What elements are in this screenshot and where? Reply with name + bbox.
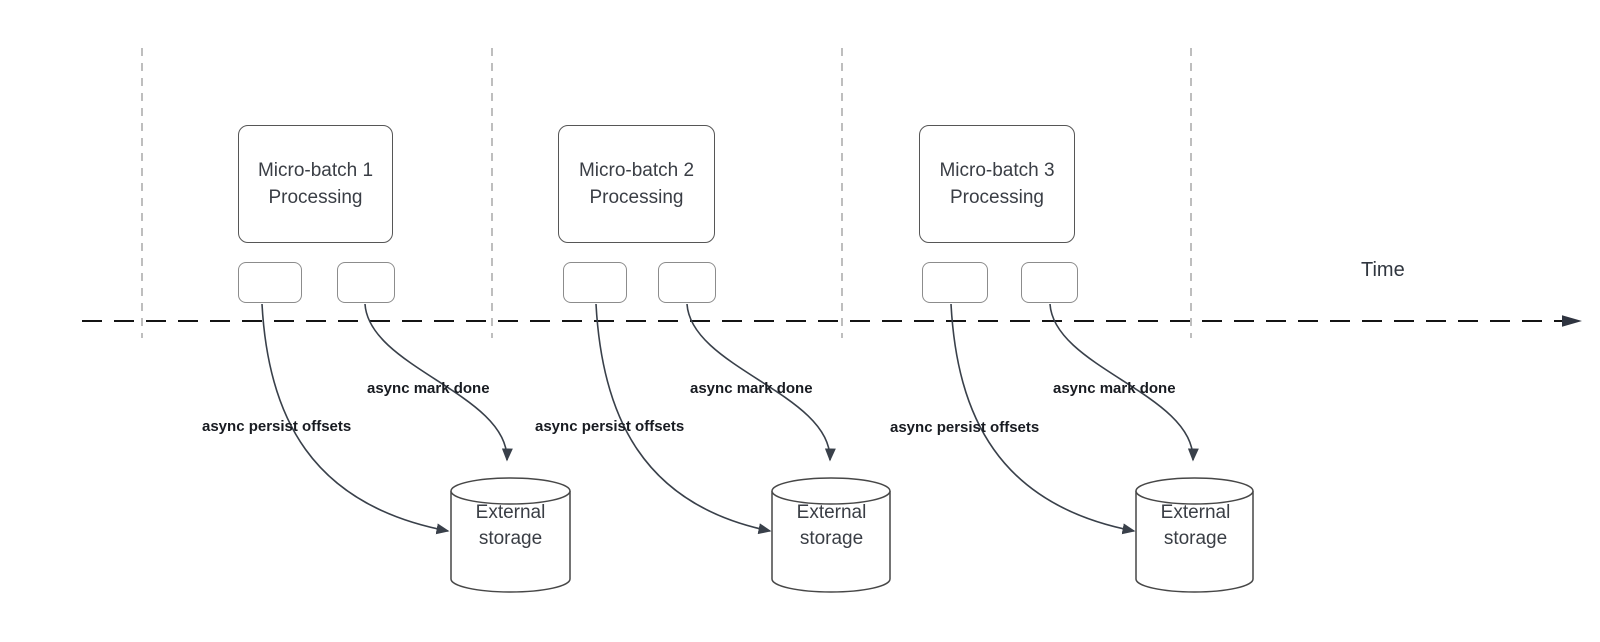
external-storage-cylinder-2 (771, 477, 891, 593)
mark-done-label-3: async mark done (1053, 380, 1176, 397)
time-axis-arrowhead-icon (1562, 315, 1582, 327)
mark-done-node-1 (337, 262, 395, 303)
persist-offsets-arrow-1 (261, 303, 450, 535)
persist-offsets-node-3 (922, 262, 988, 303)
mark-done-arrow-3 (1049, 303, 1199, 462)
persist-offsets-label-3: async persist offsets (890, 419, 1040, 436)
external-storage-cylinder-1 (450, 477, 571, 593)
persist-offsets-label-1: async persist offsets (202, 418, 352, 435)
mark-done-node-2 (658, 262, 716, 303)
persist-offsets-arrow-3 (950, 303, 1136, 535)
microbatch-1-processing-box: Micro-batch 1 Processing (238, 125, 393, 243)
mark-done-arrow-1 (364, 303, 513, 462)
microbatch-3-processing-box: Micro-batch 3 Processing (919, 125, 1075, 243)
external-storage-label-3: External storage (1160, 502, 1231, 549)
microbatch-2-processing-box: Micro-batch 2 Processing (558, 125, 715, 243)
persist-offsets-node-2 (563, 262, 627, 303)
mark-done-label-2: async mark done (690, 380, 813, 397)
time-axis-label: Time (1361, 259, 1405, 281)
persist-offsets-label-2: async persist offsets (535, 418, 685, 435)
mark-done-node-3 (1021, 262, 1078, 303)
persist-offsets-arrow-2 (595, 303, 772, 535)
mark-done-arrow-2 (686, 303, 836, 462)
external-storage-cylinder-3 (1135, 477, 1254, 593)
mark-done-label-1: async mark done (367, 380, 490, 397)
external-storage-label-1: External storage (475, 502, 546, 549)
external-storage-label-2: External storage (796, 502, 867, 549)
persist-offsets-node-1 (238, 262, 302, 303)
